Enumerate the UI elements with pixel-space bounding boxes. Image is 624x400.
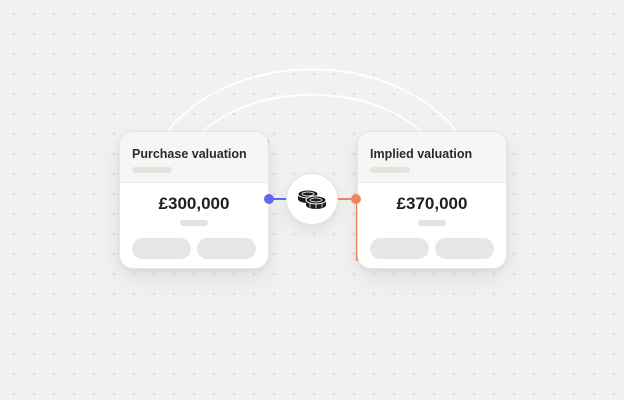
placeholder-button[interactable] [132, 238, 191, 259]
card-title: Purchase valuation [132, 147, 247, 161]
placeholder-button[interactable] [370, 238, 429, 259]
value-caption-placeholder [418, 220, 446, 226]
card-subtitle-placeholder [370, 167, 410, 173]
left-connector-line [269, 198, 287, 200]
right-connector-line [337, 198, 357, 200]
card-button-row [120, 238, 268, 259]
card-value: £300,000 [158, 194, 230, 213]
placeholder-button[interactable] [197, 238, 256, 259]
value-caption-placeholder [180, 220, 208, 226]
card-title: Implied valuation [370, 147, 473, 161]
card-button-row [358, 238, 506, 259]
card-subtitle-placeholder [132, 167, 172, 173]
coins-icon [297, 189, 327, 209]
conversion-hub [286, 173, 338, 225]
purchase-valuation-card: Purchase valuation £300,000 [119, 131, 269, 269]
implied-valuation-card: Implied valuation £370,000 [357, 131, 507, 269]
card-header: Purchase valuation [120, 132, 268, 183]
left-connector-node [264, 194, 274, 204]
right-connector-node [351, 194, 361, 204]
placeholder-button[interactable] [435, 238, 494, 259]
card-header: Implied valuation [358, 132, 506, 183]
card-value: £370,000 [396, 194, 468, 213]
